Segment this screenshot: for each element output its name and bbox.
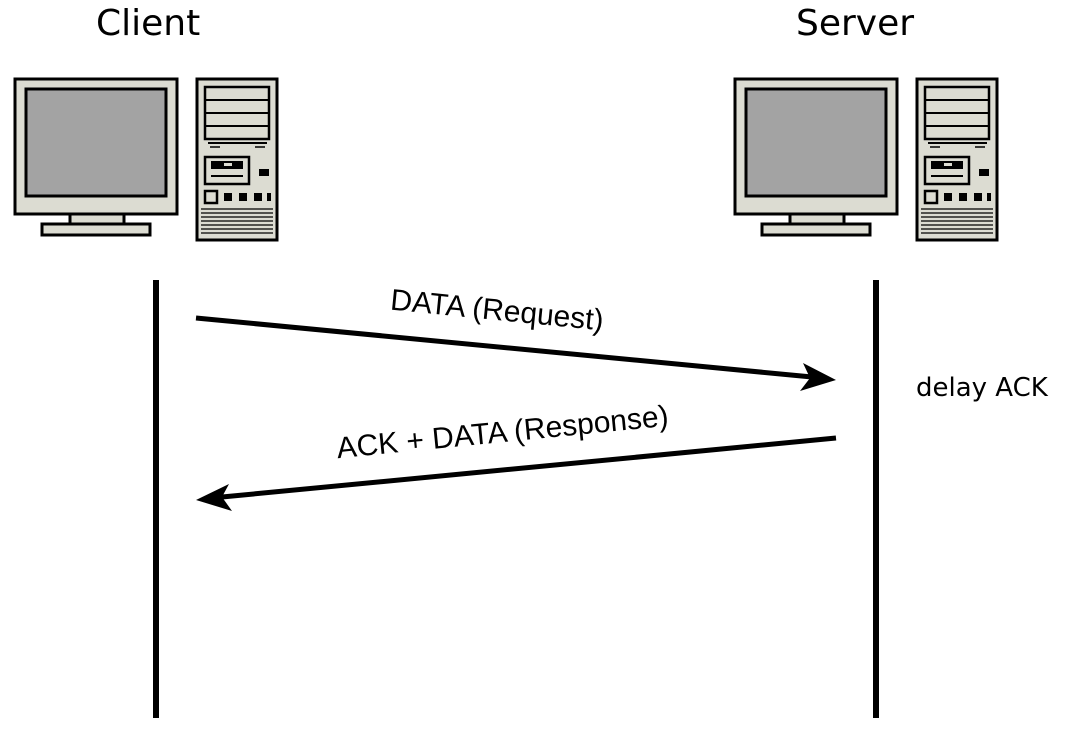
server-label: Server xyxy=(796,3,915,44)
client-label: Client xyxy=(96,3,201,44)
client-computer-icon xyxy=(13,77,279,242)
request-arrowhead xyxy=(800,363,836,391)
server-delay-note: delay ACK xyxy=(916,373,1048,403)
request-arrow-line xyxy=(195,315,813,380)
response-arrowhead xyxy=(196,484,232,511)
response-arrow-line xyxy=(221,435,837,500)
server-computer-icon xyxy=(733,77,999,242)
